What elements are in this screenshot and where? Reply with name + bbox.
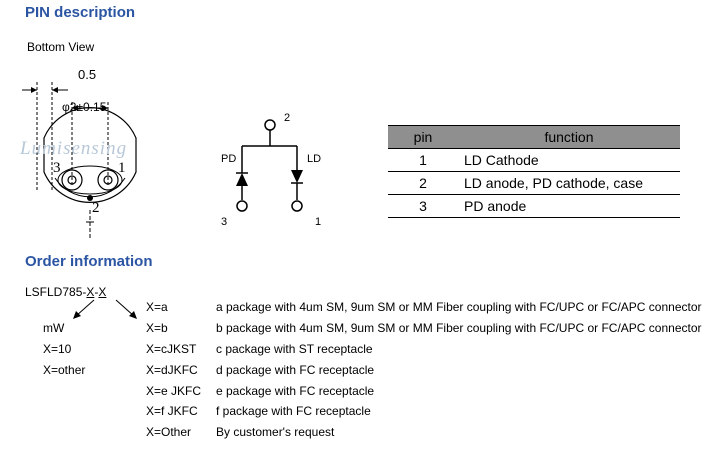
dimension-diameter: φ2±0.15 xyxy=(62,100,107,114)
option-row: X=Other By customer's request xyxy=(146,425,334,445)
function-cell: LD Cathode xyxy=(458,148,680,172)
option-desc: c package with ST receptacle xyxy=(216,342,373,356)
option-code: X=dJKFC xyxy=(146,363,198,377)
left-option: X=10 xyxy=(43,342,72,356)
pin-cell: 3 xyxy=(388,194,458,218)
part-number: LSFLD785-X-X xyxy=(25,285,106,299)
option-code: X=b xyxy=(146,321,168,335)
table-row: 3 PD anode xyxy=(388,194,680,218)
option-desc: b package with 4um SM, 9um SM or MM Fibe… xyxy=(216,321,702,335)
part-variable-2: X xyxy=(98,285,107,299)
option-row: X=cJKST c package with ST receptacle xyxy=(146,342,373,362)
order-information-heading: Order information xyxy=(25,253,153,270)
option-code: X=cJKST xyxy=(146,342,197,356)
pin-cell: 1 xyxy=(388,148,458,172)
watermark-logo: Lumisensing xyxy=(20,138,128,159)
option-code: X=Other xyxy=(146,425,192,439)
option-desc: By customer's request xyxy=(216,425,335,439)
schematic-pin-3: 3 xyxy=(221,216,228,228)
option-row: X=a a package with 4um SM, 9um SM or MM F… xyxy=(146,300,702,320)
option-code: X=e JKFC xyxy=(146,384,202,398)
part-arrows xyxy=(73,299,137,319)
option-row: X=b b package with 4um SM, 9um SM or MM F… xyxy=(146,321,702,341)
pin-column-header: pin xyxy=(388,125,458,149)
table-row: 1 LD Cathode xyxy=(388,148,680,172)
option-row: X=f JKFC f package with FC receptacle xyxy=(146,404,371,424)
left-option: mW xyxy=(43,321,65,335)
function-cell: LD anode, PD cathode, case xyxy=(458,171,680,195)
option-code: X=f JKFC xyxy=(146,404,198,418)
schematic-pin-1: 1 xyxy=(315,216,322,228)
table-header-row: pin function xyxy=(388,125,680,149)
option-row: X=e JKFC e package with FC receptacle xyxy=(146,384,374,404)
table-row: 2 LD anode, PD cathode, case xyxy=(388,171,680,195)
left-option: X=other xyxy=(43,363,86,377)
part-variable-1: X xyxy=(86,285,95,299)
schematic-ld-label: LD xyxy=(307,153,322,165)
pin-number-right: 1 xyxy=(118,160,126,176)
option-desc: a package with 4um SM, 9um SM or MM Fibe… xyxy=(216,300,702,314)
pin-cell: 2 xyxy=(388,171,458,195)
part-dash: - xyxy=(94,285,99,299)
bottom-view-label: Bottom View xyxy=(27,40,95,54)
option-desc: d package with FC receptacle xyxy=(216,363,375,377)
pin-schematic xyxy=(236,119,303,212)
option-code: X=a xyxy=(146,300,168,314)
part-prefix: LSFLD785- xyxy=(25,285,87,299)
option-desc: f package with FC receptacle xyxy=(216,404,371,418)
dimension-top: 0.5 xyxy=(78,67,97,82)
option-desc: e package with FC receptacle xyxy=(216,384,375,398)
pin-number-left: 3 xyxy=(53,160,61,176)
pin-function-table: pin function 1 LD Cathode 2 LD anode, PD… xyxy=(388,125,680,218)
option-row: X=dJKFC d package with FC receptacle xyxy=(146,363,374,383)
schematic-pd-label: PD xyxy=(221,153,237,165)
bottom-view-drawing xyxy=(22,82,137,238)
function-column-header: function xyxy=(458,125,680,149)
pin-number-bottom: 2 xyxy=(92,200,100,216)
function-cell: PD anode xyxy=(458,194,680,218)
pin-description-heading: PIN description xyxy=(25,4,136,21)
schematic-pin-2: 2 xyxy=(284,112,291,124)
